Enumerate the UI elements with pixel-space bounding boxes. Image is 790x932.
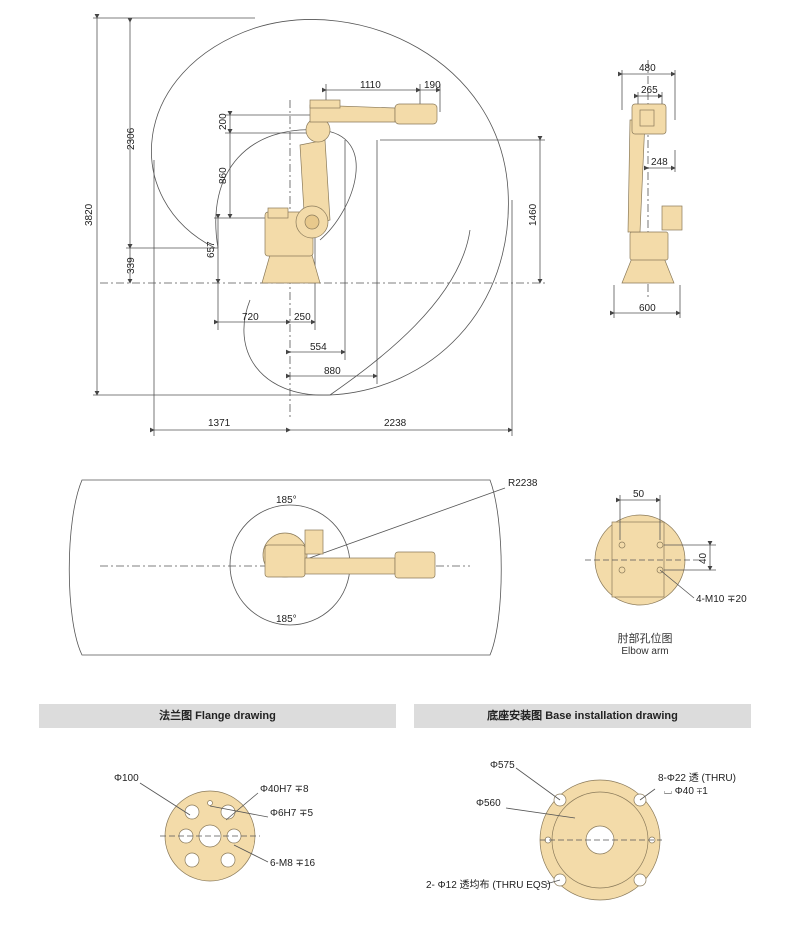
dim-2238: 2238 xyxy=(384,418,407,429)
side-view xyxy=(93,14,545,436)
base-phi560: Φ560 xyxy=(476,798,501,809)
dim-1371: 1371 xyxy=(208,418,231,429)
flange-m8: 6-M8 ∓16 xyxy=(270,858,316,869)
dim-1460: 1460 xyxy=(528,203,539,226)
upper-arm xyxy=(309,104,396,123)
base-drawing xyxy=(505,767,662,901)
dim-248: 248 xyxy=(651,157,668,168)
base-holes12: 2- Φ12 透均布 (THRU EQS) xyxy=(426,879,551,891)
dim-339: 339 xyxy=(126,257,137,274)
dim-3820: 3820 xyxy=(84,203,95,226)
dim-190: 190 xyxy=(424,80,441,91)
flange-phi100: Φ100 xyxy=(114,773,139,784)
dim-600: 600 xyxy=(639,303,656,314)
dim-657: 657 xyxy=(206,241,217,258)
dim-1110: 1110 xyxy=(360,80,381,91)
dim-2306: 2306 xyxy=(126,127,137,150)
elbow-detail xyxy=(585,495,716,606)
base-phi575: Φ575 xyxy=(490,760,515,771)
radius-label: R2238 xyxy=(508,478,538,489)
flange-phi40: Φ40H7 ∓8 xyxy=(260,784,309,795)
robot-top-body xyxy=(262,529,436,579)
elbow-holes-label: 4-M10 ∓20 xyxy=(696,594,747,605)
dim-860: 860 xyxy=(218,167,229,184)
dim-720: 720 xyxy=(242,312,259,323)
dim-480: 480 xyxy=(639,63,656,74)
base-title-bar: 底座安装图 Base installation drawing xyxy=(414,704,751,728)
dim-250: 250 xyxy=(294,312,311,323)
wrist xyxy=(394,103,438,125)
dim-200: 200 xyxy=(218,113,229,130)
dim-265: 265 xyxy=(641,85,658,96)
dim-880: 880 xyxy=(324,366,341,377)
robot-base xyxy=(261,254,321,284)
robot-side-body xyxy=(261,99,438,284)
flange-title-bar: 法兰图 Flange drawing xyxy=(39,704,396,728)
flange-drawing xyxy=(139,782,269,882)
base-counterbore: ⌴ Φ40 ∓1 xyxy=(664,786,708,797)
elbow-caption-en: Elbow arm xyxy=(621,646,669,657)
top-envelope xyxy=(68,479,502,656)
angle-top-label: 185° xyxy=(276,495,297,506)
angle-bottom-label: 185° xyxy=(276,614,297,625)
robot-front-body xyxy=(621,103,683,284)
work-envelope-outer xyxy=(151,19,509,396)
elbow-caption-cn: 肘部孔位图 xyxy=(617,633,673,645)
dim-50: 50 xyxy=(633,489,645,500)
flange-phi6: Φ6H7 ∓5 xyxy=(270,808,313,819)
base-holes22: 8-Φ22 透 (THRU) xyxy=(658,772,736,784)
dim-554: 554 xyxy=(310,342,327,353)
dim-40: 40 xyxy=(698,552,709,564)
